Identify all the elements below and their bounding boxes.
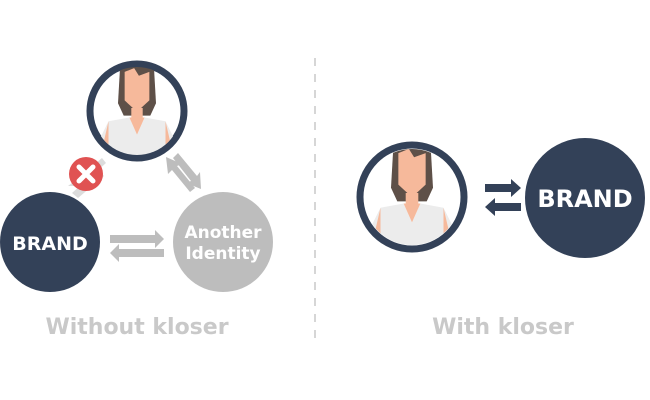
brand-circle bbox=[525, 138, 645, 258]
close-icon bbox=[69, 157, 103, 191]
brand-label: BRAND bbox=[537, 185, 632, 213]
person-identity-arrows bbox=[166, 153, 201, 192]
another-identity-circle bbox=[173, 192, 273, 292]
brand-identity-arrows bbox=[110, 230, 164, 262]
with-kloser-caption: With kloser bbox=[432, 315, 574, 340]
brand-circle bbox=[0, 192, 100, 292]
identity-label-line1: Another bbox=[184, 223, 262, 243]
without-kloser-caption: Without kloser bbox=[45, 315, 228, 340]
person-brand-arrows bbox=[485, 179, 521, 216]
without-kloser-panel: BRAND Another Identity Without kloser bbox=[0, 60, 273, 340]
identity-label-line2: Identity bbox=[185, 244, 260, 264]
person-circle bbox=[356, 141, 468, 253]
person-circle bbox=[86, 60, 188, 162]
brand-label: BRAND bbox=[12, 233, 88, 255]
with-kloser-panel: BRAND With kloser bbox=[356, 138, 645, 340]
